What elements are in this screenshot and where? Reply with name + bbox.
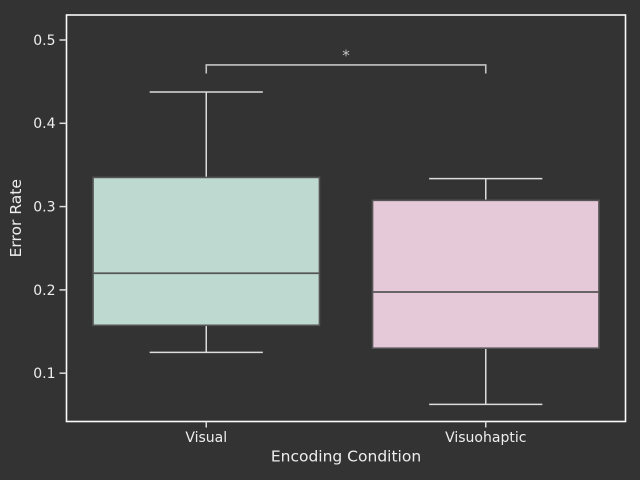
- significance-bracket: [205, 64, 487, 74]
- x-tick-label: Visual: [185, 430, 227, 446]
- y-tick-label: 0.2: [33, 283, 55, 299]
- significance-star: *: [342, 46, 350, 64]
- y-tick-label: 0.4: [33, 116, 55, 132]
- y-tick-label: 0.3: [33, 199, 55, 215]
- box-visuohaptic: [371, 199, 600, 349]
- x-tick-label: Visuohaptic: [445, 430, 526, 446]
- y-tick-label: 0.5: [33, 33, 55, 49]
- y-tick-label: 0.1: [33, 366, 55, 382]
- plot-border: [65, 14, 627, 423]
- box-visual: [92, 176, 321, 327]
- y-axis-label: Error Rate: [7, 179, 25, 257]
- x-axis-label: Encoding Condition: [271, 448, 421, 466]
